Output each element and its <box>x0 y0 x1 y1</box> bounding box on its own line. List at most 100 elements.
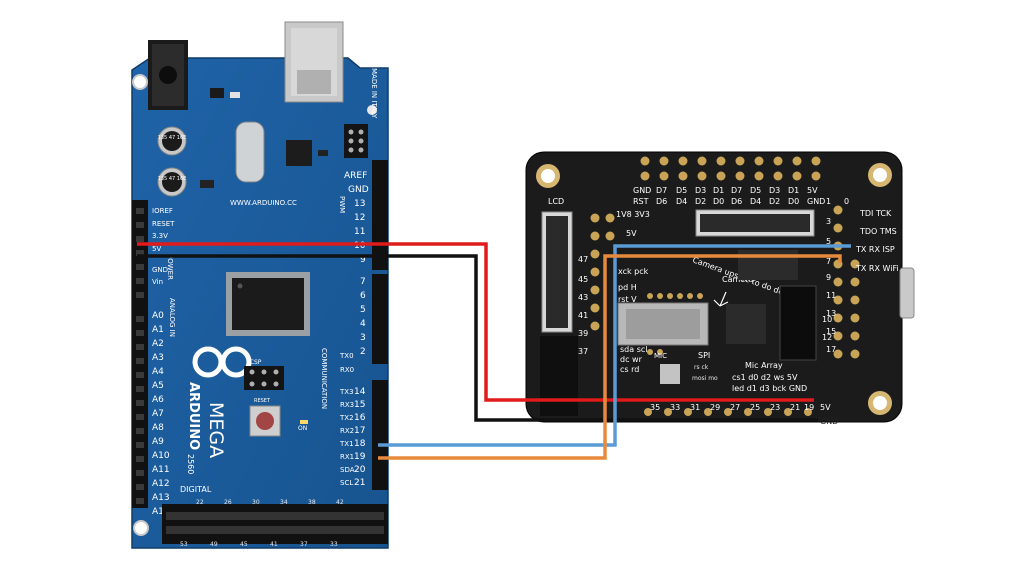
right-pin-numbers: 1 0 3 5 7 9 11 13 15 17 10 12 <box>822 197 849 354</box>
svg-text:A9: A9 <box>152 437 164 447</box>
camera-dev-board: GND D7 D5 D3 D1 D7 D5 D3 D1 5V RST D6 D4… <box>525 151 915 426</box>
svg-text:SDA: SDA <box>340 466 355 474</box>
svg-text:TX1: TX1 <box>339 440 354 448</box>
svg-text:SCL: SCL <box>340 479 353 487</box>
wires <box>137 242 851 460</box>
svg-text:30: 30 <box>252 499 260 506</box>
svg-text:31: 31 <box>690 403 700 412</box>
spi-label: SPI <box>698 351 710 360</box>
svg-text:25: 25 <box>750 403 760 412</box>
svg-text:15: 15 <box>826 327 836 336</box>
svg-text:3: 3 <box>826 217 831 226</box>
right-header-pins <box>833 205 860 359</box>
svg-text:10: 10 <box>822 315 832 324</box>
svg-text:19: 19 <box>804 403 814 412</box>
svg-text:37: 37 <box>578 347 588 356</box>
svg-text:41: 41 <box>270 541 278 548</box>
digital-pin-labels: AREF GND 13 12 11 10 9 7 6 5 4 3 2 <box>344 171 369 357</box>
svg-text:21: 21 <box>354 478 365 488</box>
svg-text:5V: 5V <box>807 186 818 195</box>
svg-text:34: 34 <box>280 499 288 506</box>
5v-right-label: 5V <box>820 403 831 412</box>
svg-text:A14: A14 <box>152 507 170 517</box>
camera-label: Camera <box>722 275 753 284</box>
svg-text:D3: D3 <box>695 186 706 195</box>
svg-text:15: 15 <box>354 400 365 410</box>
arduino-mega-board: 135 47 16E 135 47 16E MADE IN ITALY WWW.… <box>131 21 389 549</box>
svg-text:MEGA: MEGA <box>205 402 227 458</box>
svg-text:D1: D1 <box>713 186 724 195</box>
svg-text:D6: D6 <box>731 197 742 206</box>
svg-text:A12: A12 <box>152 479 170 489</box>
svg-text:16: 16 <box>354 413 366 423</box>
svg-text:45: 45 <box>240 541 248 548</box>
sda-label: sda scl <box>620 345 647 354</box>
wifi-module-shield <box>617 302 709 346</box>
analog-section-label: ANALOG IN <box>168 298 176 337</box>
tdi-tck-label: TDI TCK <box>859 209 892 218</box>
svg-text:4: 4 <box>360 319 366 329</box>
wire-5v <box>137 242 814 402</box>
svg-text:A3: A3 <box>152 353 164 363</box>
svg-text:GND: GND <box>633 186 651 195</box>
svg-text:A5: A5 <box>152 381 164 391</box>
svg-text:TX2: TX2 <box>339 414 354 422</box>
svg-text:0: 0 <box>844 197 849 206</box>
svg-text:RST: RST <box>633 197 649 206</box>
svg-text:A4: A4 <box>152 367 164 377</box>
arrow-icon <box>713 291 729 307</box>
atmega2560-chip <box>226 272 310 336</box>
svg-text:38: 38 <box>308 499 316 506</box>
icsp-header-usb <box>344 124 368 158</box>
svg-text:A7: A7 <box>152 409 164 419</box>
svg-text:MADE IN ITALY: MADE IN ITALY <box>370 68 378 119</box>
svg-text:3: 3 <box>360 333 366 343</box>
svg-text:5: 5 <box>826 237 831 246</box>
svg-text:13: 13 <box>354 199 365 209</box>
svg-text:10: 10 <box>354 241 366 251</box>
svg-text:22: 22 <box>196 499 204 506</box>
svg-text:9: 9 <box>360 255 366 265</box>
svg-text:49: 49 <box>210 541 218 548</box>
svg-text:ICSP: ICSP <box>248 359 262 366</box>
svg-text:D4: D4 <box>676 197 687 206</box>
svg-text:1: 1 <box>826 197 831 206</box>
svg-text:33: 33 <box>670 403 680 412</box>
pin-label-3v3: 3.3V <box>152 232 168 240</box>
svg-text:AREF: AREF <box>344 171 367 181</box>
voltage-label: 1V8 3V3 <box>616 210 650 219</box>
svg-text:47: 47 <box>578 255 588 264</box>
svg-text:A1: A1 <box>152 325 164 335</box>
svg-text:ARDUINO: ARDUINO <box>186 382 201 450</box>
bottom-header-pins <box>644 408 812 416</box>
pin-label-5v: 5V <box>152 245 161 253</box>
usb-c-connector <box>899 267 915 319</box>
mic-row1-label: cs1 d0 d2 ws 5V <box>732 373 798 382</box>
bottom-pin-numbers: 35 33 31 29 27 25 23 21 19 <box>650 403 814 412</box>
svg-text:A6: A6 <box>152 395 164 405</box>
reset-button[interactable]: RESET <box>249 398 281 437</box>
svg-text:D6: D6 <box>656 197 667 206</box>
svg-text:RESET: RESET <box>254 398 271 404</box>
svg-text:26: 26 <box>224 499 232 506</box>
left-header <box>132 200 148 508</box>
svg-text:35: 35 <box>650 403 660 412</box>
capacitor: 135 47 16E <box>157 126 187 156</box>
svg-text:RX3: RX3 <box>340 401 354 409</box>
svg-text:D1: D1 <box>788 186 799 195</box>
svg-text:11: 11 <box>354 227 365 237</box>
pin-label-gnd: GND <box>152 266 168 274</box>
svg-text:11: 11 <box>826 291 836 300</box>
svg-text:19: 19 <box>354 452 366 462</box>
svg-text:A10: A10 <box>152 451 170 461</box>
lcd-label: LCD <box>548 197 564 206</box>
svg-text:D2: D2 <box>695 197 706 206</box>
svg-text:D5: D5 <box>750 186 761 195</box>
bottom-left-header <box>540 336 578 416</box>
svg-text:mosi mo: mosi mo <box>692 375 718 382</box>
svg-text:GND: GND <box>807 197 825 206</box>
icsp-header: ICSP <box>244 359 284 390</box>
svg-text:RX2: RX2 <box>340 427 354 435</box>
